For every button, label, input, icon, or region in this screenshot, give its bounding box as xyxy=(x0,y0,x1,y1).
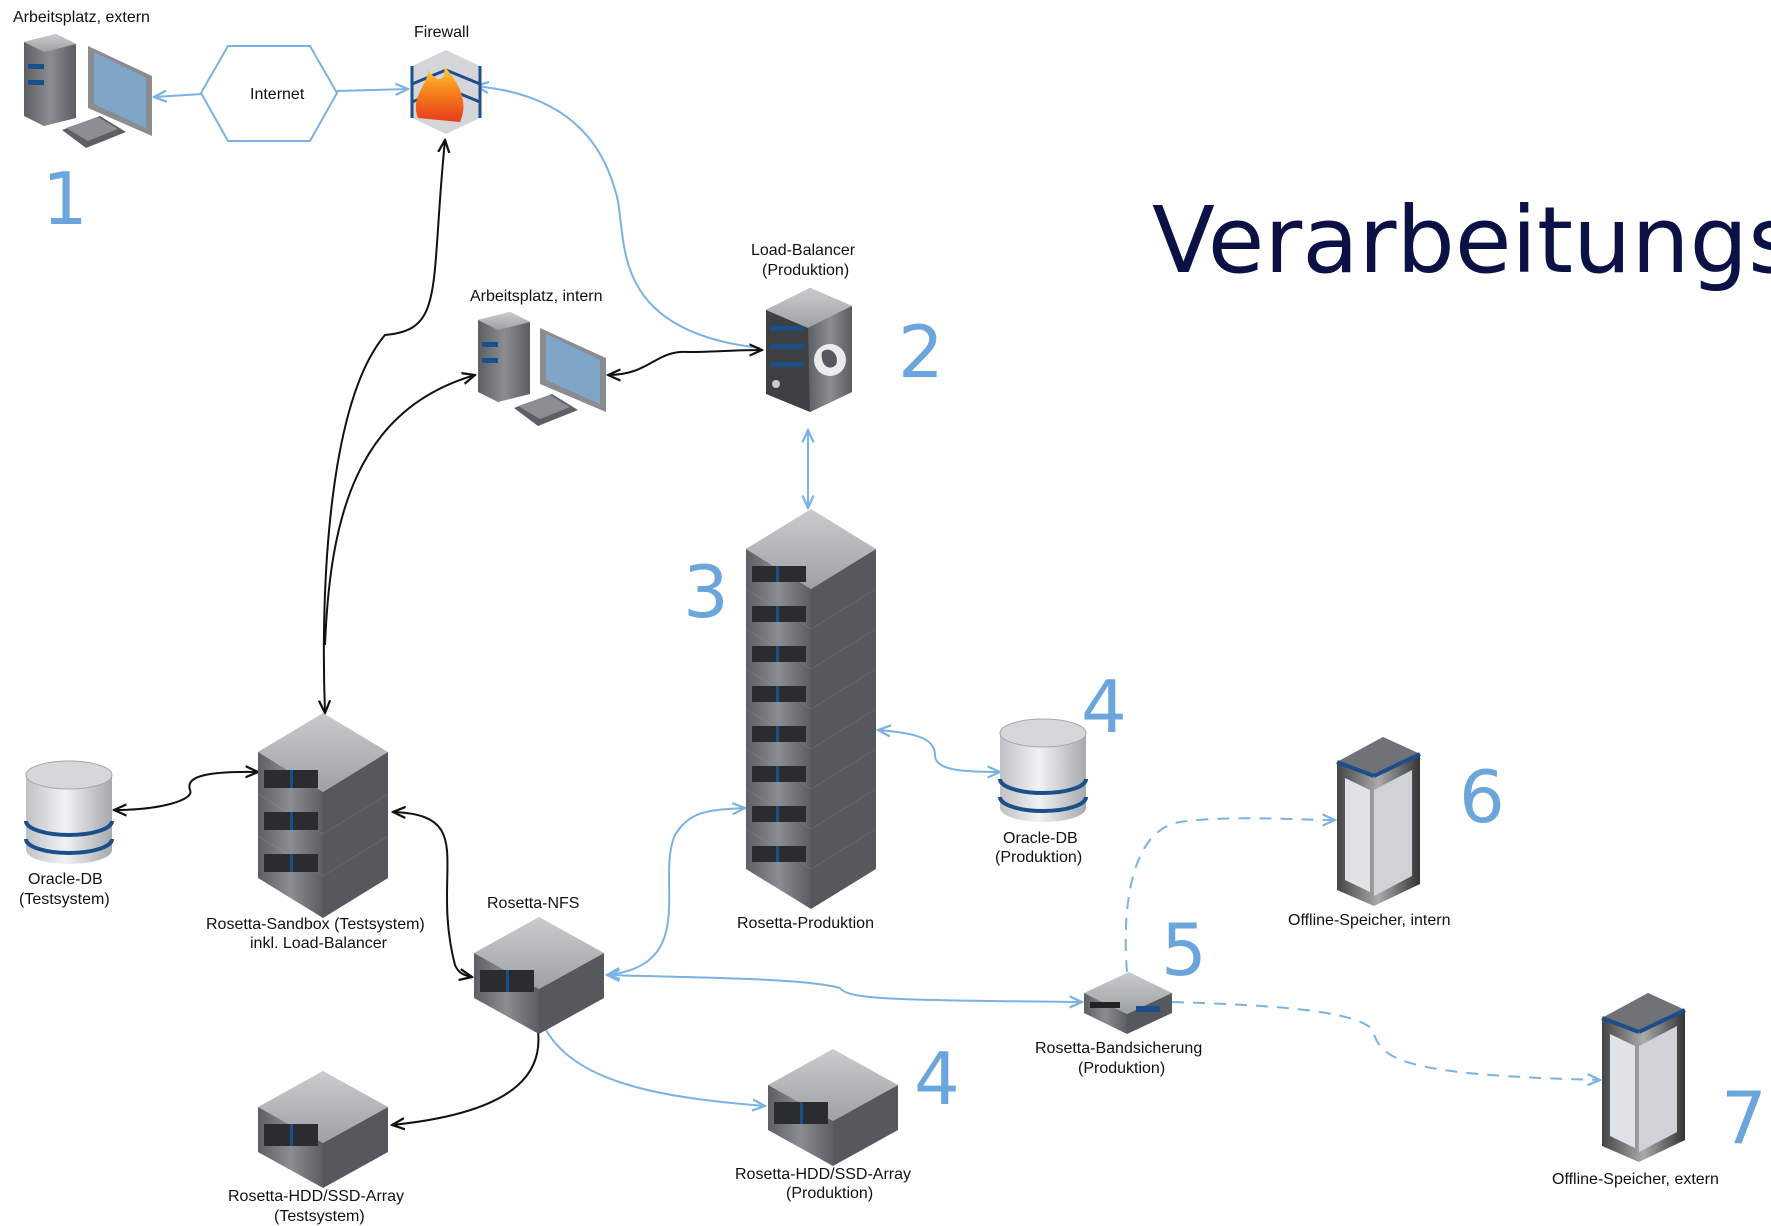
edge-tape-offline-intern xyxy=(1124,818,1335,973)
database-icon xyxy=(24,760,114,864)
workstation-icon xyxy=(478,312,606,426)
offline-intern-label: Offline-Speicher, intern xyxy=(1288,912,1450,929)
node-offline-internal: Offline-Speicher, intern 6 xyxy=(1288,737,1505,929)
edge-internet-to-firewall xyxy=(335,89,408,91)
rack-server-stack-icon xyxy=(746,509,876,909)
array-test-label-1: Rosetta-HDD/SSD-Array xyxy=(228,1188,404,1205)
load-balancer-step: 2 xyxy=(898,310,944,394)
edge-sandbox-ws-internal xyxy=(324,375,475,646)
edge-sandbox-oracle-test xyxy=(114,772,258,810)
array-prod-label-2: (Produktion) xyxy=(786,1185,873,1202)
storage-cabinet-icon xyxy=(1336,737,1421,906)
storage-cabinet-icon xyxy=(1601,993,1686,1162)
oracle-prod-step: 4 xyxy=(1081,665,1127,749)
node-array-test: Rosetta-HDD/SSD-Array (Testsystem) xyxy=(228,1071,404,1225)
node-ws-external: Arbeitsplatz, extern 1 xyxy=(13,9,152,241)
rack-server-stack-icon xyxy=(258,713,388,918)
oracle-test-label-1: Oracle-DB xyxy=(28,871,103,888)
array-prod-step: 4 xyxy=(914,1037,960,1121)
node-rosetta-nfs: Rosetta-NFS xyxy=(474,895,604,1034)
rack-server-icon xyxy=(768,1049,898,1166)
offline-extern-step: 7 xyxy=(1721,1076,1767,1160)
node-tape-backup: Rosetta-Bandsicherung (Produktion) 5 xyxy=(1035,908,1207,1077)
rosetta-production-label: Rosetta-Produktion xyxy=(737,915,874,932)
edge-tape-offline-extern xyxy=(1171,1001,1600,1080)
load-balancer-label-1: Load-Balancer xyxy=(751,242,856,259)
edge-internet-to-ws-external xyxy=(154,94,203,97)
offline-extern-label: Offline-Speicher, extern xyxy=(1552,1171,1719,1188)
firewall-label: Firewall xyxy=(414,24,469,41)
oracle-prod-label-1: Oracle-DB xyxy=(1003,830,1078,847)
edge-nfs-array-prod xyxy=(539,1017,765,1106)
rack-server-icon xyxy=(258,1071,388,1188)
firewall-icon xyxy=(410,50,482,134)
node-array-production: Rosetta-HDD/SSD-Array (Produktion) 4 xyxy=(735,1037,960,1202)
database-icon xyxy=(998,718,1088,822)
node-load-balancer: Load-Balancer (Produktion) 2 xyxy=(751,242,944,412)
load-balancer-label-2: (Produktion) xyxy=(762,262,849,279)
node-oracle-db-test: Oracle-DB (Testsystem) xyxy=(19,760,114,908)
hexagon-cloud-icon xyxy=(199,45,339,142)
array-prod-label-1: Rosetta-HDD/SSD-Array xyxy=(735,1166,911,1183)
edge-nfs-array-test xyxy=(392,1016,539,1125)
node-rosetta-sandbox: Rosetta-Sandbox (Testsystem) inkl. Load-… xyxy=(206,713,425,952)
ws-external-step: 1 xyxy=(42,157,88,241)
tape-step: 5 xyxy=(1161,908,1207,992)
node-offline-external: Offline-Speicher, extern 7 xyxy=(1552,993,1767,1188)
offline-intern-step: 6 xyxy=(1459,755,1505,839)
array-test-label-2: (Testsystem) xyxy=(274,1208,365,1225)
edge-nfs-tape xyxy=(607,975,1082,1002)
tape-label-1: Rosetta-Bandsicherung xyxy=(1035,1040,1202,1057)
node-ws-internal: Arbeitsplatz, intern xyxy=(470,288,606,426)
nfs-label: Rosetta-NFS xyxy=(487,895,579,912)
page-title: Verarbeitungss xyxy=(1152,187,1771,294)
node-rosetta-production: Rosetta-Produktion 3 xyxy=(683,509,876,932)
rosetta-production-step: 3 xyxy=(683,550,729,634)
ws-external-label: Arbeitsplatz, extern xyxy=(13,9,150,26)
sandbox-label-1: Rosetta-Sandbox (Testsystem) xyxy=(206,916,425,933)
edge-sandbox-firewall xyxy=(324,140,445,713)
node-firewall: Firewall xyxy=(410,24,482,134)
tape-label-2: (Produktion) xyxy=(1078,1060,1165,1077)
edge-nfs-rosetta-prod xyxy=(607,808,745,975)
rack-server-icon xyxy=(474,917,604,1034)
edges xyxy=(114,86,1600,1125)
workstation-icon xyxy=(24,34,152,148)
oracle-test-label-2: (Testsystem) xyxy=(19,891,110,908)
node-internet: Internet xyxy=(199,45,339,142)
edge-loadbalancer-to-firewall xyxy=(476,86,761,349)
edge-sandbox-nfs xyxy=(393,812,472,977)
edge-rosetta-prod-oracle-prod xyxy=(878,730,1000,772)
ws-internal-label: Arbeitsplatz, intern xyxy=(470,288,603,305)
rack-units xyxy=(746,549,876,909)
node-oracle-db-production: Oracle-DB (Produktion) 4 xyxy=(995,665,1127,866)
sandbox-label-2: inkl. Load-Balancer xyxy=(250,935,388,952)
edge-ws-internal-loadbalancer xyxy=(608,350,762,375)
server-tower-icon xyxy=(766,288,852,412)
tape-drive-icon xyxy=(1084,972,1172,1034)
internet-label: Internet xyxy=(250,86,305,103)
oracle-prod-label-2: (Produktion) xyxy=(995,849,1082,866)
